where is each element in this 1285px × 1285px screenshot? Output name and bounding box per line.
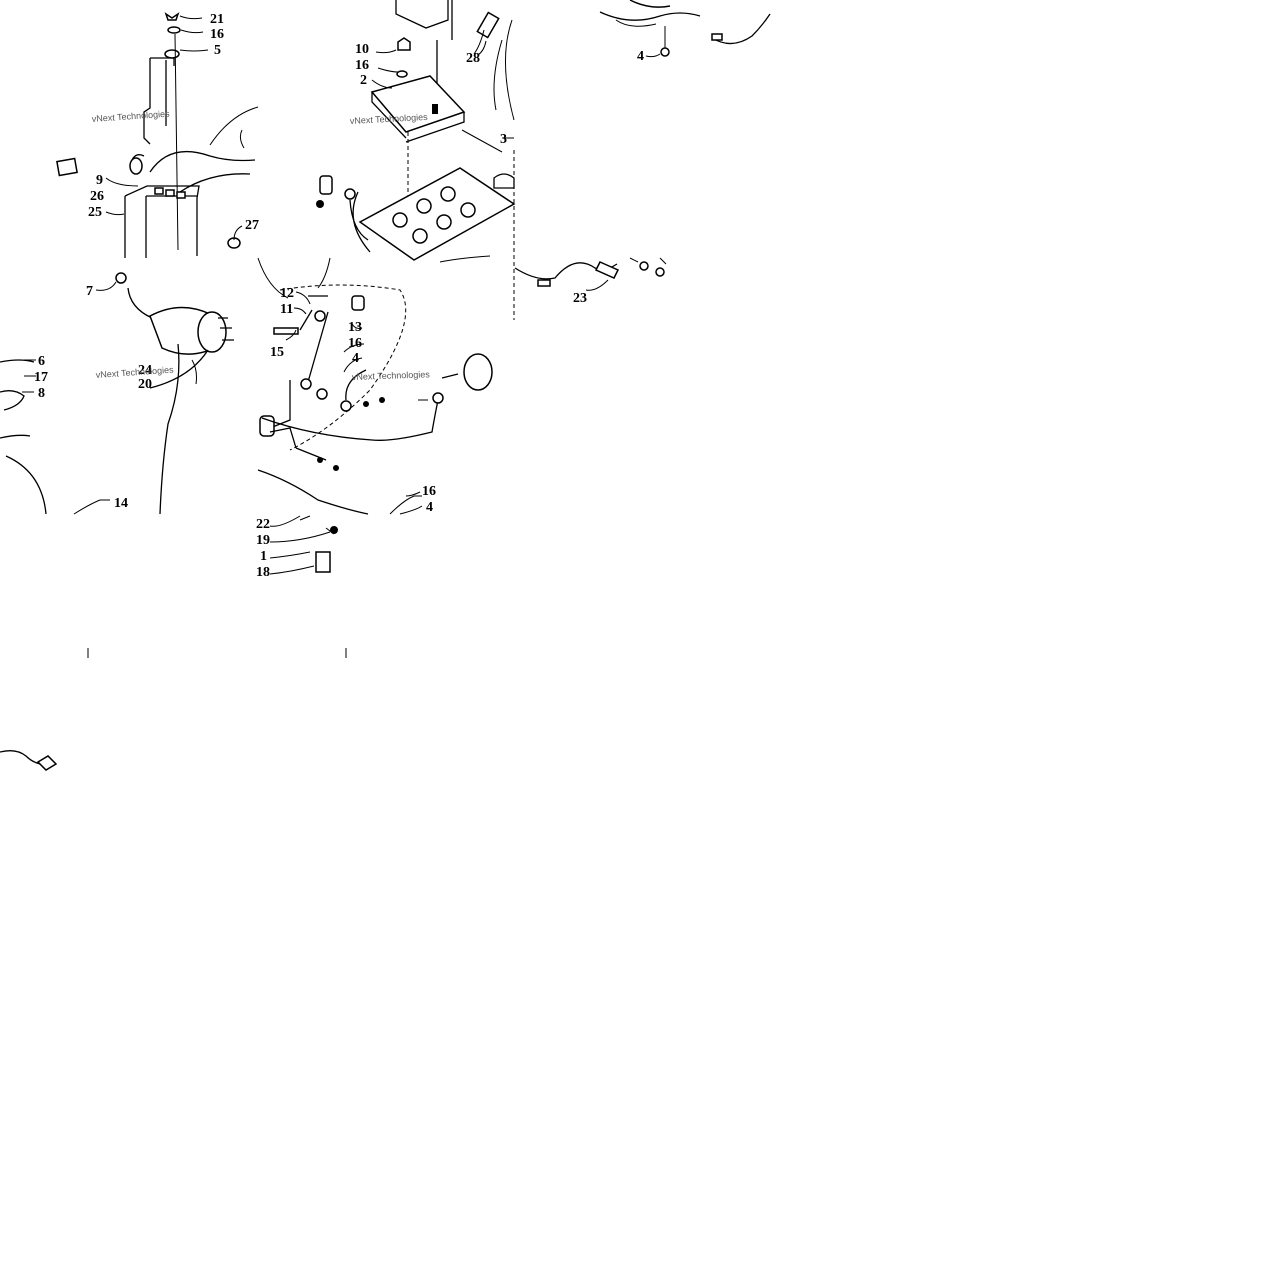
starter-cable — [127, 287, 153, 319]
callout-6: 6 — [38, 354, 45, 369]
callout-10: 10 — [355, 42, 369, 57]
callout-16: 16 — [422, 484, 436, 499]
wing-nut-part — [164, 12, 180, 21]
harness — [257, 427, 369, 515]
solenoid-part — [259, 415, 275, 437]
upper-box — [395, 0, 449, 29]
callout-1: 1 — [260, 549, 267, 564]
decal-part — [315, 551, 331, 573]
bracket-hole — [164, 49, 180, 59]
sensor-plug — [594, 261, 620, 279]
callout-5: 5 — [214, 43, 221, 58]
watermark: vNext Technologies — [91, 109, 170, 124]
callout-28: 28 — [466, 51, 480, 66]
wire-fragment — [0, 750, 41, 765]
callout-15: 15 — [270, 345, 284, 360]
battery-assembly — [56, 12, 259, 258]
callout-20: 20 — [138, 377, 152, 392]
callout-23: 23 — [573, 291, 587, 306]
battery-cap — [154, 187, 164, 195]
starter-assembly — [0, 272, 234, 515]
regulator-assembly — [316, 0, 516, 263]
nut-part — [115, 272, 127, 284]
nut-part — [660, 47, 670, 57]
ground-wire — [261, 399, 439, 441]
callout-14: 14 — [114, 496, 128, 511]
watermark: vNext Technologies — [95, 365, 174, 380]
callout-12: 12 — [280, 286, 294, 301]
watermark: vNext Technologies — [350, 112, 429, 126]
callout-13: 13 — [348, 320, 362, 335]
hold-down-bracket — [143, 57, 175, 145]
frame-outline — [209, 106, 259, 149]
decal-part — [56, 157, 78, 177]
battery-cable — [131, 150, 256, 173]
strap-part — [307, 311, 329, 383]
callout-27: 27 — [245, 218, 259, 233]
callout-16: 16 — [355, 58, 369, 73]
battery-cap — [165, 189, 175, 197]
decal-part — [476, 11, 500, 39]
callout-21: 21 — [210, 12, 224, 27]
callout-24: 24 — [138, 363, 152, 378]
washer-part — [396, 70, 408, 78]
bushing-part — [351, 295, 365, 311]
battery-cap — [176, 191, 186, 199]
sensor-harness — [514, 0, 771, 291]
callout-17: 17 — [34, 370, 48, 385]
callout-9: 9 — [96, 173, 103, 188]
solenoid-assembly — [257, 257, 493, 575]
battery-cable — [179, 173, 251, 193]
callout-22: 22 — [256, 517, 270, 532]
callout-4: 4 — [352, 351, 359, 366]
lower-fragments — [0, 648, 347, 771]
callout-8: 8 — [38, 386, 45, 401]
starter-cable — [159, 343, 180, 515]
callout-4: 4 — [426, 500, 433, 515]
callout-19: 19 — [256, 533, 270, 548]
callout-16: 16 — [348, 336, 362, 351]
center-line — [174, 33, 179, 251]
callout-18: 18 — [256, 565, 270, 580]
bolt-part — [273, 327, 299, 335]
rectifier-block — [358, 167, 516, 261]
terminal-boot — [129, 157, 143, 175]
battery-body — [124, 185, 200, 258]
washer-part — [167, 26, 181, 34]
callout-2: 2 — [360, 73, 367, 88]
callout-7: 7 — [86, 284, 93, 299]
callout-4: 4 — [637, 49, 644, 64]
callout-25: 25 — [88, 205, 102, 220]
terminal-boot — [319, 175, 333, 195]
callout-16: 16 — [210, 27, 224, 42]
callout-11: 11 — [280, 302, 293, 317]
screw-part — [397, 37, 411, 51]
clamp-part — [0, 359, 35, 411]
horn-part — [463, 353, 493, 391]
callout-26: 26 — [90, 189, 104, 204]
wire — [349, 191, 371, 253]
watermark: vNext Technologies — [352, 369, 431, 382]
callout-3: 3 — [500, 132, 507, 147]
